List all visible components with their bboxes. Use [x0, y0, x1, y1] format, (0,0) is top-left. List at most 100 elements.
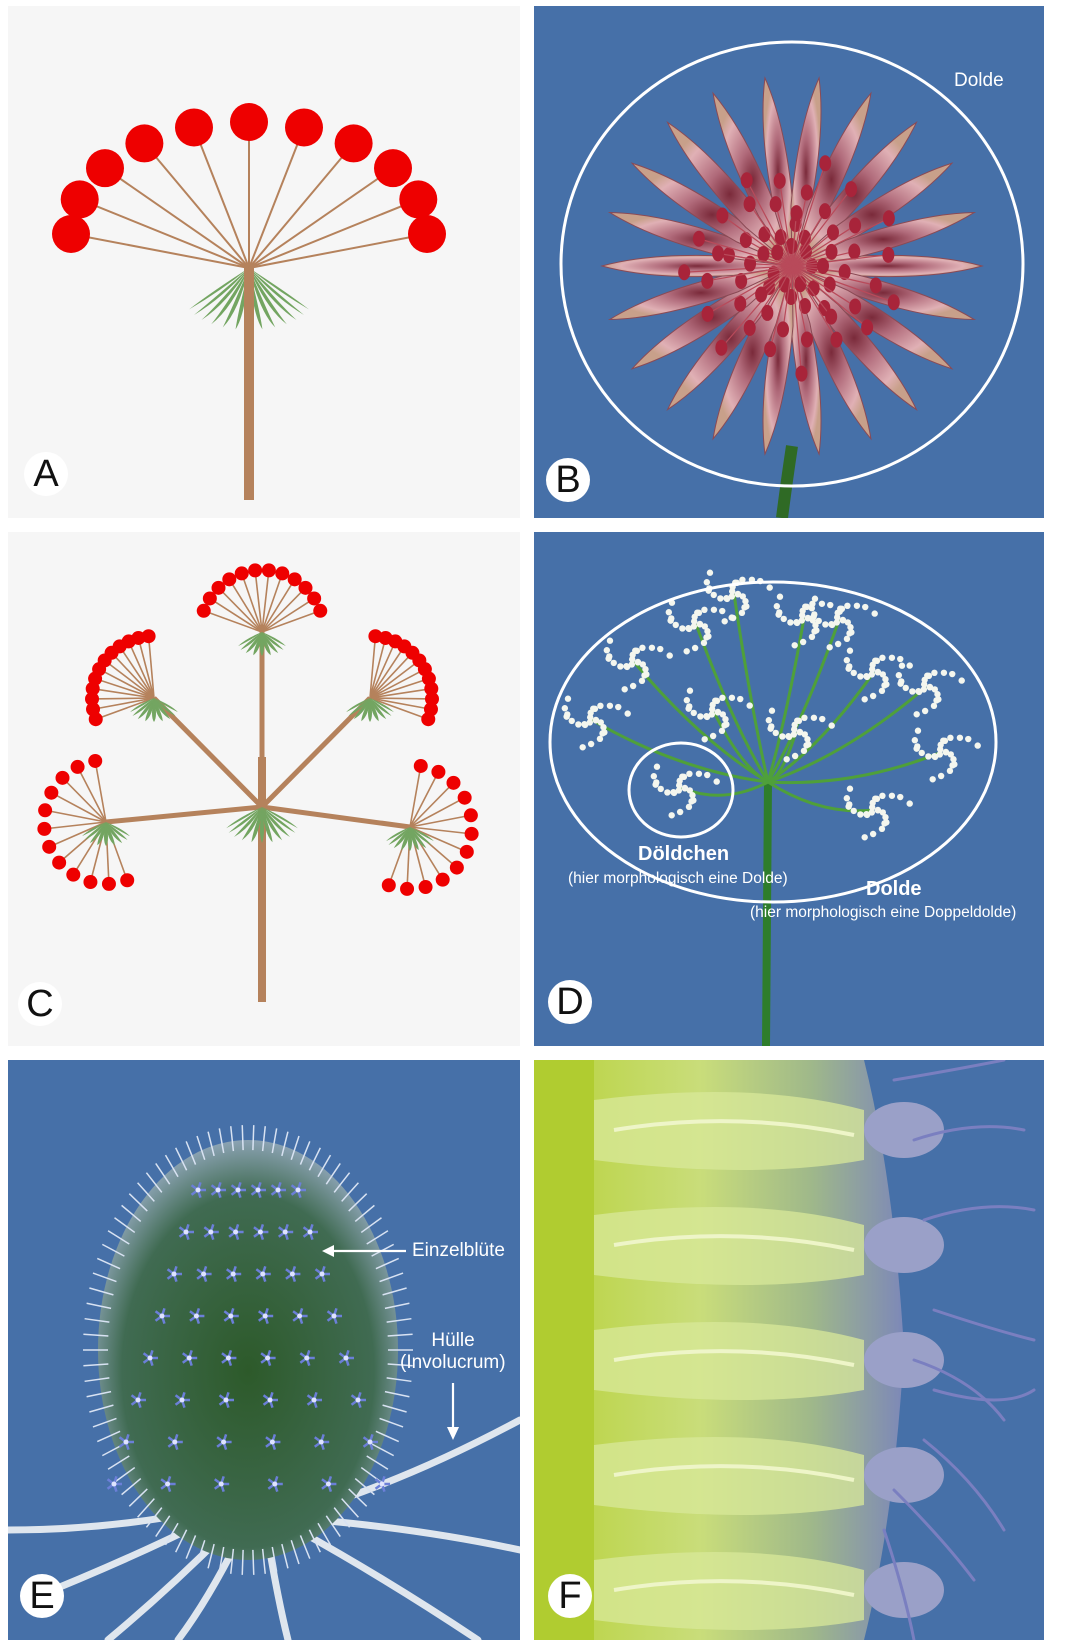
flower-dot	[414, 759, 428, 773]
floret	[722, 716, 728, 722]
umbel-ray	[592, 720, 768, 782]
floret-center	[231, 1272, 236, 1277]
floret	[934, 691, 940, 697]
flower-dot	[399, 180, 437, 218]
floret	[686, 804, 692, 810]
floret	[681, 774, 687, 780]
floret	[684, 697, 690, 703]
floret	[615, 704, 621, 710]
floret	[826, 644, 832, 650]
floret-center	[268, 1398, 273, 1403]
floret	[701, 736, 707, 742]
spine	[242, 1125, 243, 1150]
floret-center	[196, 1188, 201, 1193]
flower-dot	[436, 873, 450, 887]
flower-dot	[102, 877, 116, 891]
stamen-filament	[894, 1060, 1004, 1080]
ray	[194, 127, 249, 268]
flower-dot	[197, 604, 211, 618]
flower-dot	[465, 827, 479, 841]
floret	[721, 618, 727, 624]
floret	[592, 706, 598, 712]
panel-d-compound-umbel-photo: Döldchen (hier morphologisch eine Dolde)…	[534, 532, 1044, 1046]
floret	[653, 779, 659, 785]
floret	[844, 603, 850, 609]
floret-center	[236, 1188, 241, 1193]
floret	[943, 749, 949, 755]
floret-center	[356, 1398, 361, 1403]
floret	[767, 584, 773, 590]
floret-center	[332, 1314, 337, 1319]
panel-letter-e: E	[20, 1574, 64, 1618]
compound-umbel-svg	[8, 532, 520, 1046]
floret	[827, 602, 833, 608]
flower-dot	[52, 856, 66, 870]
floret	[668, 615, 674, 621]
floret-center	[276, 1188, 281, 1193]
umbellet	[896, 663, 965, 718]
floret	[897, 794, 903, 800]
floret	[888, 294, 900, 310]
floret	[791, 642, 797, 648]
floret	[607, 703, 613, 709]
floret	[719, 608, 725, 614]
flower-dot	[460, 845, 474, 859]
floret	[607, 638, 613, 644]
umbellet	[912, 728, 981, 783]
floret-center	[256, 1188, 261, 1193]
floret	[588, 741, 594, 747]
floret	[835, 641, 841, 647]
umbellet	[844, 648, 913, 703]
floret	[811, 611, 817, 617]
flower-dot	[38, 803, 52, 817]
floret	[819, 601, 825, 607]
floret-center	[304, 1356, 309, 1361]
floret	[617, 663, 623, 669]
floret	[686, 771, 692, 777]
floret-center	[312, 1398, 317, 1403]
floret	[658, 786, 664, 792]
floret	[879, 793, 885, 799]
floret	[667, 652, 673, 658]
floret	[783, 756, 789, 762]
floret	[703, 634, 709, 640]
floret	[779, 733, 785, 739]
floret	[704, 579, 710, 585]
floret	[688, 798, 694, 804]
floret	[692, 645, 698, 651]
floret	[861, 834, 867, 840]
floret	[641, 672, 647, 678]
label-doeldchen-note: (hier morphologisch eine Dolde)	[568, 870, 788, 888]
floret	[723, 595, 729, 601]
flower-dot	[464, 808, 478, 822]
panel-letter-f: F	[548, 1574, 592, 1618]
floret	[881, 820, 887, 826]
floret-head	[864, 1217, 944, 1273]
flower-dot	[335, 124, 373, 162]
floret	[794, 276, 806, 292]
floret	[712, 245, 724, 261]
floret	[639, 645, 645, 651]
floret	[683, 648, 689, 654]
floret	[741, 604, 747, 610]
flower-dot	[175, 108, 213, 146]
floret	[764, 341, 776, 357]
floret	[758, 226, 770, 242]
floret	[882, 814, 888, 820]
floret	[639, 678, 645, 684]
floret	[761, 305, 773, 321]
floret-center	[233, 1230, 238, 1235]
floret	[800, 639, 806, 645]
floret-center	[172, 1440, 177, 1445]
floret	[657, 646, 663, 652]
floret	[696, 771, 702, 777]
floret-center	[194, 1314, 199, 1319]
label-dolde: Dolde	[866, 878, 922, 901]
floret	[635, 659, 641, 665]
flower-dot	[52, 215, 90, 253]
floret	[787, 619, 793, 625]
flower-dot	[275, 566, 289, 580]
flower-dot	[285, 108, 323, 146]
floret	[857, 811, 863, 817]
floret-center	[297, 1314, 302, 1319]
